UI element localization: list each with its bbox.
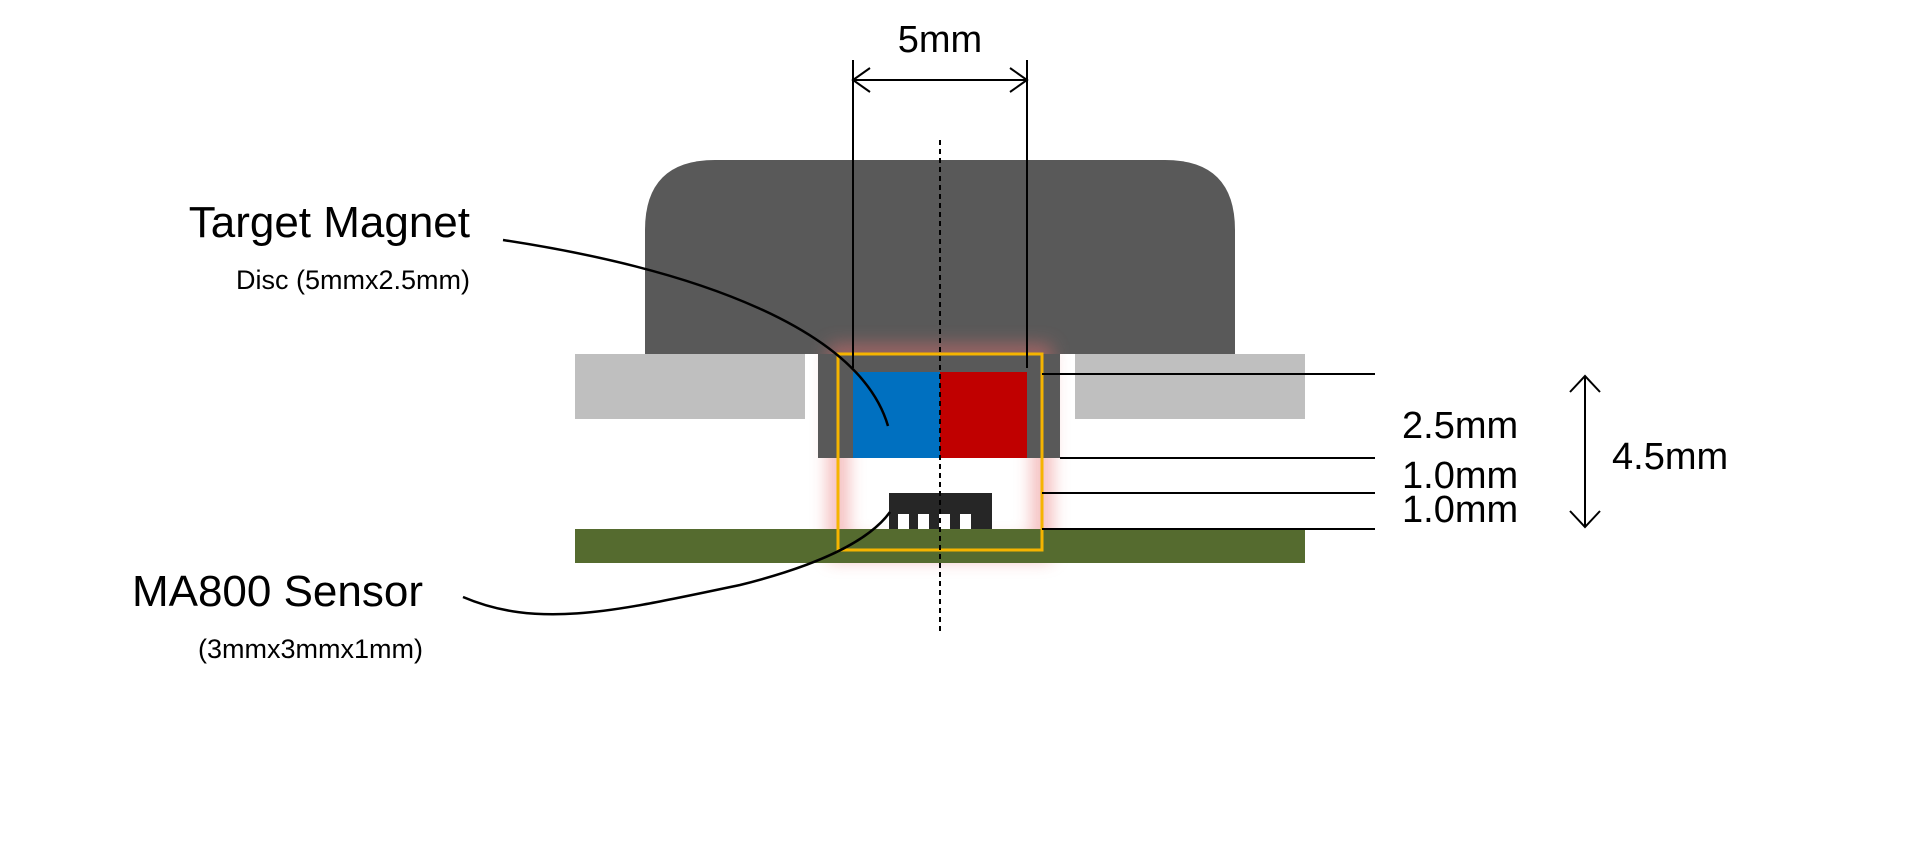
sensor-subtitle: (3mmx3mmx1mm) [198,634,423,664]
width-dimension [851,60,1029,368]
dim-gap-label: 1.0mm [1402,455,1518,497]
side-plate-left [575,354,805,419]
sensor-callout-line [462,511,892,616]
dim-magnet-label: 2.5mm [1402,405,1518,447]
dim-sensor-label: 1.0mm [1402,489,1518,531]
side-plate-right [1075,354,1305,419]
dim-total-label: 4.5mm [1612,436,1728,478]
magnet-south-half [940,372,1027,458]
height-dimension-lines [1042,373,1601,530]
sensor-title: MA800 Sensor [132,567,423,616]
magnet-title: Target Magnet [189,198,470,247]
magnet-callout-line [502,238,890,427]
width-label: 5mm [898,19,982,61]
magnet-subtitle: Disc (5mmx2.5mm) [236,265,470,295]
